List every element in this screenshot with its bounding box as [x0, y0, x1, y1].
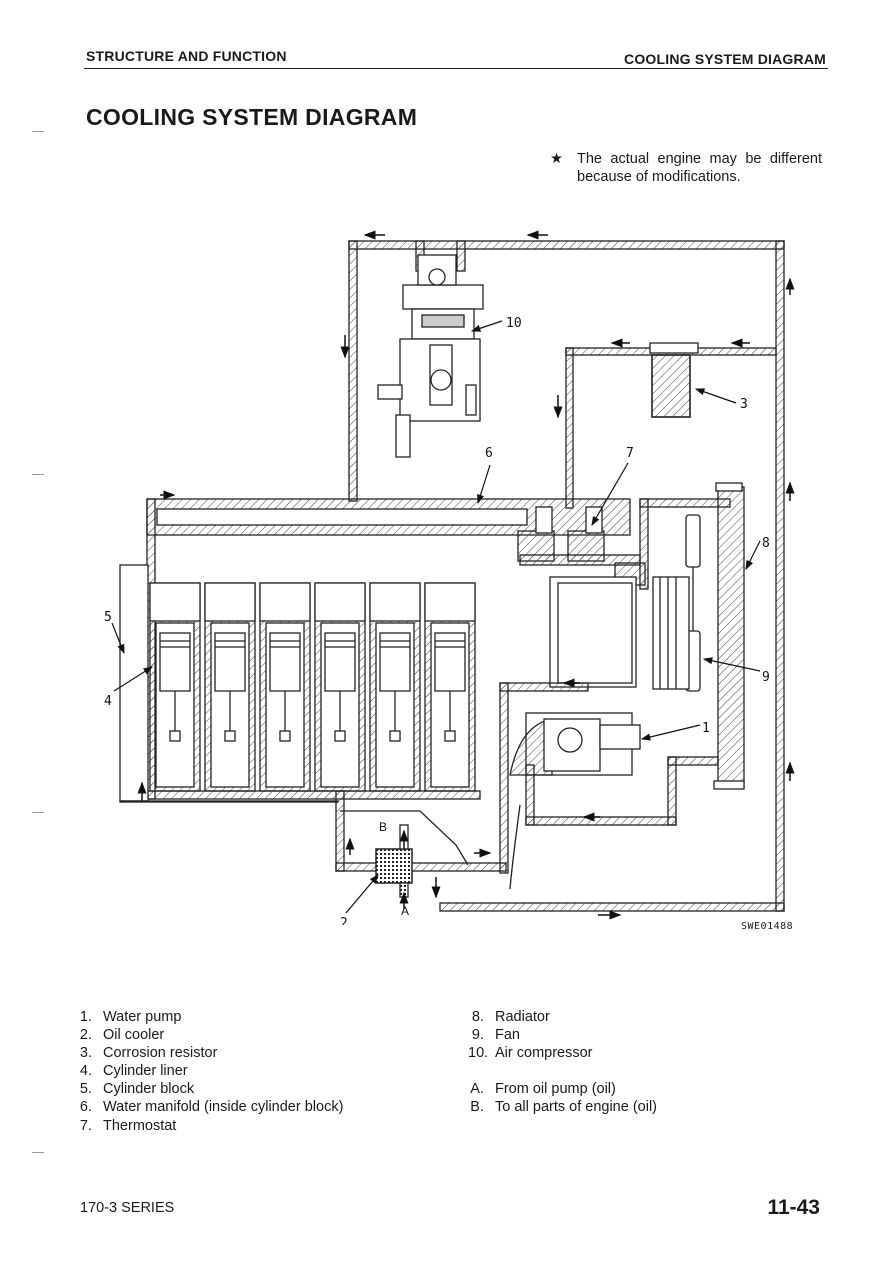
legend-item-number: 4. [79, 1063, 92, 1080]
legend-item-number: 2. [79, 1027, 92, 1044]
legend-item-label: Radiator [495, 1009, 550, 1025]
callout-10: 10 [506, 316, 522, 331]
legend-item-number: 9. [471, 1027, 484, 1044]
legend-item-label: Cylinder block [103, 1081, 195, 1098]
legend-item-number: 3. [79, 1045, 92, 1062]
legend-item-number: 6. [79, 1099, 92, 1116]
callout-A: A [401, 904, 409, 918]
legend-item: 7. Thermostat [78, 1117, 343, 1135]
footer-series: 170-3 SERIES [80, 1200, 175, 1216]
callout-8: 8 [762, 536, 770, 551]
note: ★ The actual engine may be different bec… [550, 150, 822, 186]
legend-item-label: From oil pump (oil) [495, 1081, 616, 1098]
legend-item: A. From oil pump (oil) [468, 1080, 657, 1098]
legend-item-label: Thermostat [103, 1117, 177, 1134]
callout-5: 5 [104, 610, 112, 625]
legend-item-number: 10. [468, 1045, 489, 1062]
callout-3: 3 [740, 397, 748, 412]
legend-item-label: Corrosion resistor [103, 1045, 218, 1062]
legend-left: 1. Water pump 2. Oil cooler 3. Corrosion resi… [78, 1008, 344, 1135]
margin-mark [32, 474, 44, 475]
page-title: COOLING SYSTEM DIAGRAM [86, 104, 418, 130]
legend-item: 9. Fan [468, 1026, 657, 1044]
legend-item-number: 7. [79, 1117, 92, 1134]
legend-item: 4. Cylinder liner [78, 1062, 343, 1080]
callout-4: 4 [104, 694, 112, 709]
star-icon: ★ [550, 151, 563, 167]
callout-2: 2 [340, 916, 348, 925]
callout-7: 7 [626, 446, 634, 461]
header-topic: COOLING SYSTEM DIAGRAM [624, 51, 826, 67]
legend-item: 3. Corrosion resistor [78, 1044, 343, 1062]
legend-item-number: 8. [471, 1009, 484, 1025]
legend-item-label: Water pump [103, 1009, 182, 1025]
legend-item-label: Air compressor [495, 1045, 593, 1062]
legend-item: B. To all parts of engine (oil) [468, 1098, 657, 1116]
callout-1: 1 [702, 721, 710, 736]
cooling-system-diagram: 1 2 3 4 5 6 7 8 9 10 A B [104, 230, 795, 925]
legend-right-numbers: 8. Radiator 9. Fan 10. Air compressor [468, 1008, 657, 1062]
margin-mark [32, 1152, 44, 1153]
callout-6: 6 [485, 446, 493, 461]
legend-gap [468, 1062, 657, 1080]
legend-item-label: Oil cooler [103, 1027, 165, 1044]
margin-mark [32, 131, 44, 132]
legend-item: 2. Oil cooler [78, 1026, 343, 1044]
header-section: STRUCTURE AND FUNCTION [86, 48, 287, 64]
legend-right: 8. Radiator 9. Fan 10. Air compressor A. From … [468, 1008, 657, 1116]
legend-item: 1. Water pump [78, 1008, 343, 1026]
legend-item-label: Water manifold (inside cylinder block) [103, 1099, 344, 1116]
callout-B: B [379, 820, 387, 834]
legend-item-number: A. [470, 1081, 484, 1098]
legend-item-label: Fan [495, 1027, 520, 1044]
legend-item-number: 1. [79, 1009, 92, 1025]
note-text: The actual engine may be different becau… [577, 151, 822, 185]
callout-9: 9 [762, 670, 770, 685]
margin-mark [32, 812, 44, 813]
figure-code: SWE01488 [741, 921, 794, 932]
legend-item: 5. Cylinder block [78, 1080, 343, 1098]
page-number: 11-43 [767, 1196, 820, 1219]
legend-item: 6. Water manifold (inside cylinder block) [78, 1098, 344, 1116]
legend-item-label: To all parts of engine (oil) [495, 1099, 657, 1116]
legend-item-number: B. [470, 1099, 484, 1116]
header-rule [84, 68, 828, 69]
legend-right-letters: A. From oil pump (oil) B. To all parts of e… [468, 1080, 657, 1116]
legend-item: 10. Air compressor [468, 1044, 657, 1062]
legend-item: 8. Radiator [468, 1008, 657, 1026]
legend-item-label: Cylinder liner [103, 1063, 188, 1080]
legend-item-number: 5. [79, 1081, 92, 1098]
